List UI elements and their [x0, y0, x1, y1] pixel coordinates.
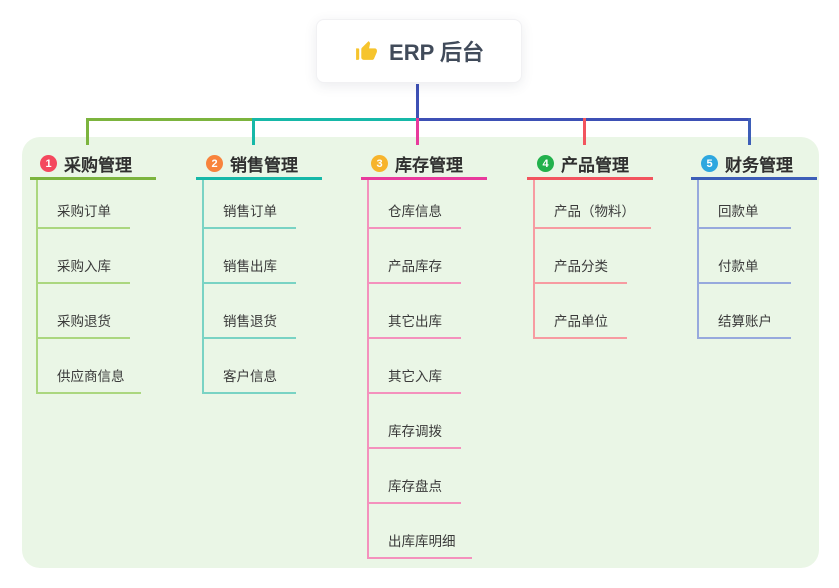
root-label: ERP 后台: [389, 40, 484, 65]
branch-drop-line: [583, 118, 586, 145]
branch-column-4: 4 产品管理产品（物料）产品分类产品单位: [527, 150, 653, 339]
child-node[interactable]: 库存盘点: [369, 449, 461, 504]
branch-children-list: 销售订单销售出库销售退货客户信息: [202, 180, 296, 394]
branch-column-5: 5 财务管理回款单付款单结算账户: [691, 150, 817, 339]
branch-number-badge: 1: [40, 155, 57, 172]
branch-title-label: 财务管理: [725, 156, 793, 175]
branches-panel: [22, 137, 819, 568]
child-node[interactable]: 销售退货: [204, 284, 296, 339]
child-node[interactable]: 其它入库: [369, 339, 461, 394]
branch-column-3: 3 库存管理仓库信息产品库存其它出库其它入库库存调拨库存盘点出库库明细: [361, 150, 487, 559]
child-node[interactable]: 出库库明细: [369, 504, 472, 559]
branch-title-node[interactable]: 5 财务管理: [691, 150, 817, 180]
branch-drop-line: [748, 118, 751, 145]
connector-horizontal-mid: [252, 118, 416, 121]
branch-children-list: 采购订单采购入库采购退货供应商信息: [36, 180, 141, 394]
child-node[interactable]: 客户信息: [204, 339, 296, 394]
child-node[interactable]: 采购入库: [38, 229, 130, 284]
root-stem-line: [416, 84, 419, 120]
branch-title-label: 销售管理: [230, 156, 298, 175]
child-node[interactable]: 产品分类: [535, 229, 627, 284]
branch-drop-line: [252, 118, 255, 145]
child-node[interactable]: 结算账户: [699, 284, 791, 339]
branch-number-badge: 4: [537, 155, 554, 172]
branch-column-2: 2 销售管理销售订单销售出库销售退货客户信息: [196, 150, 322, 394]
branch-number-badge: 2: [206, 155, 223, 172]
child-node[interactable]: 供应商信息: [38, 339, 141, 394]
branch-children-list: 仓库信息产品库存其它出库其它入库库存调拨库存盘点出库库明细: [367, 180, 472, 559]
child-node[interactable]: 产品单位: [535, 284, 627, 339]
branch-title-label: 产品管理: [561, 156, 629, 175]
child-node[interactable]: 产品库存: [369, 229, 461, 284]
thumbs-up-icon: [356, 40, 377, 60]
branch-title-node[interactable]: 3 库存管理: [361, 150, 487, 180]
branch-drop-line: [86, 118, 89, 145]
child-node[interactable]: 库存调拨: [369, 394, 461, 449]
branch-title-node[interactable]: 2 销售管理: [196, 150, 322, 180]
branch-children-list: 产品（物料）产品分类产品单位: [533, 180, 651, 339]
child-node[interactable]: 仓库信息: [369, 180, 461, 229]
child-node[interactable]: 回款单: [699, 180, 791, 229]
root-node[interactable]: ERP 后台: [316, 19, 522, 83]
child-node[interactable]: 付款单: [699, 229, 791, 284]
branch-title-label: 库存管理: [395, 156, 463, 175]
child-node[interactable]: 产品（物料）: [535, 180, 651, 229]
child-node[interactable]: 销售出库: [204, 229, 296, 284]
connector-horizontal-left: [86, 118, 255, 121]
branch-column-1: 1 采购管理采购订单采购入库采购退货供应商信息: [30, 150, 156, 394]
branch-title-node[interactable]: 4 产品管理: [527, 150, 653, 180]
branch-number-badge: 5: [701, 155, 718, 172]
child-node[interactable]: 其它出库: [369, 284, 461, 339]
branch-children-list: 回款单付款单结算账户: [697, 180, 791, 339]
branch-title-node[interactable]: 1 采购管理: [30, 150, 156, 180]
child-node[interactable]: 采购退货: [38, 284, 130, 339]
branch-number-badge: 3: [371, 155, 388, 172]
child-node[interactable]: 采购订单: [38, 180, 130, 229]
child-node[interactable]: 销售订单: [204, 180, 296, 229]
branch-title-label: 采购管理: [64, 156, 132, 175]
branch-drop-line: [416, 118, 419, 145]
